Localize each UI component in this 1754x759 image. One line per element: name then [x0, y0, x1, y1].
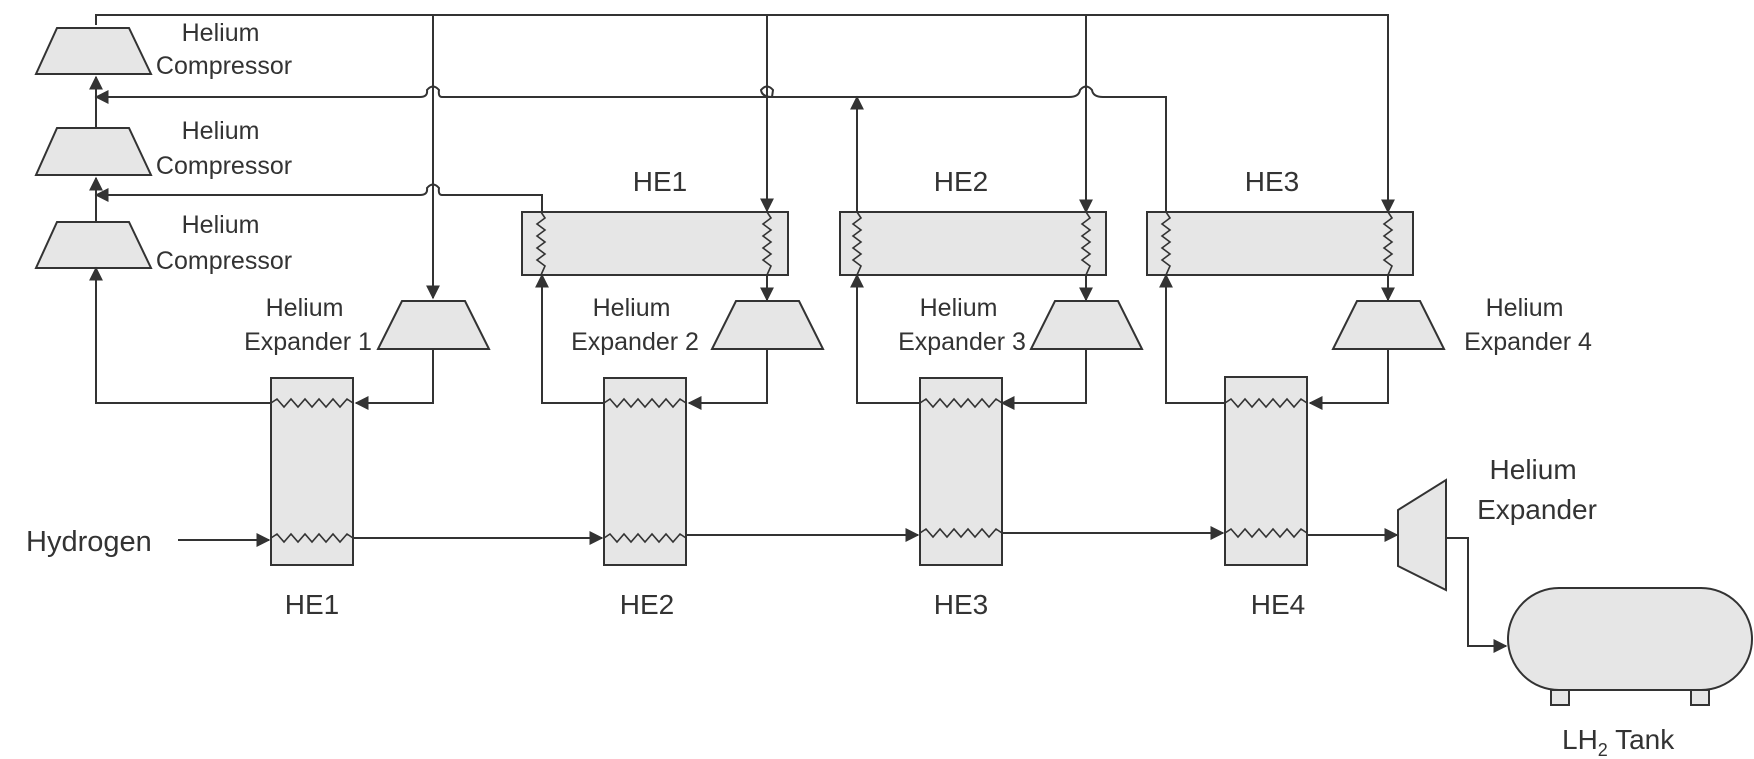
bottom-heat-exchanger-2	[603, 377, 687, 566]
lh2-tank-label-subscript: 2	[1598, 740, 1608, 759]
expander-4-label: Helium Expander 4	[1464, 294, 1592, 356]
bottom-heat-exchanger-1	[270, 377, 354, 566]
lh2-tank-label: LH2 Tank	[1562, 724, 1675, 759]
top-heat-exchanger-2	[839, 211, 1107, 276]
helium-expander-1	[376, 300, 491, 350]
top-heat-exchanger-1	[521, 211, 789, 276]
expander-2-label: Helium Expander 2	[571, 294, 699, 356]
expander-4-label-line1: Helium	[1486, 294, 1564, 322]
lh2-tank	[1507, 587, 1753, 706]
expander-1-label-line1: Helium	[266, 294, 344, 322]
expander-1-label: Helium Expander 1	[244, 294, 372, 356]
expander-2-label-line1: Helium	[593, 294, 671, 322]
he1-return-to-compressor-3	[89, 266, 271, 404]
lh2-tank-label-main: LH	[1562, 724, 1598, 755]
final-expander-label-line1: Helium	[1490, 454, 1577, 485]
expander-3-label: Helium Expander 3	[898, 294, 1026, 356]
final-expander-label-line2: Expander	[1477, 494, 1597, 525]
helium-compressor-3	[34, 221, 153, 269]
compressor-2-label-line2: Compressor	[156, 152, 292, 180]
expander-4-label-line2: Expander 4	[1464, 328, 1592, 356]
he3-return-to-top-he2	[850, 273, 920, 404]
bottom-exchanger-2-label: HE2	[620, 589, 674, 620]
expander-4-outlet	[1308, 349, 1389, 410]
lh2-tank-label-suffix: Tank	[1608, 724, 1675, 755]
expander-3-outlet	[1000, 349, 1087, 410]
bottom-exchanger-1-label: HE1	[285, 589, 339, 620]
expander-2-label-line2: Expander 2	[571, 328, 699, 356]
bottom-heat-exchanger-3	[919, 377, 1003, 566]
compressor-1-label-line1: Helium	[182, 19, 260, 47]
helium-return-line-lower	[94, 183, 543, 268]
compressor-1-label-line2: Compressor	[156, 52, 292, 80]
expander-1-outlet	[354, 349, 434, 410]
compressor-3-label: Helium Compressor	[156, 211, 292, 275]
final-helium-expander	[1397, 478, 1447, 592]
helium-compressor-2	[34, 127, 153, 176]
top-exchanger-2-label: HE2	[934, 166, 988, 197]
compressor-2-label-line1: Helium	[182, 117, 260, 145]
compressor-3-label-line2: Compressor	[156, 247, 292, 275]
top-heat-exchanger-3	[1146, 211, 1414, 276]
top-exchanger-1-label: HE1	[633, 166, 687, 197]
helium-compressor-1	[34, 27, 153, 75]
bottom-exchanger-3-label: HE3	[934, 589, 988, 620]
top-exchanger-3-label: HE3	[1245, 166, 1299, 197]
expander-to-tank	[1446, 537, 1508, 653]
bottom-heat-exchanger-4	[1224, 376, 1308, 566]
final-expander-label: Helium Expander	[1477, 454, 1597, 525]
helium-expander-3	[1029, 300, 1144, 350]
compressor-1-label: Helium Compressor	[156, 19, 292, 80]
expander-1-label-line2: Expander 1	[244, 328, 372, 356]
he4-return-to-top-he3	[1159, 273, 1225, 404]
helium-high-pressure-header	[95, 14, 1395, 300]
expander-3-label-line1: Helium	[920, 294, 998, 322]
helium-expander-2	[710, 300, 825, 350]
expander-3-label-line2: Expander 3	[898, 328, 1026, 356]
bottom-exchanger-4-label: HE4	[1251, 589, 1305, 620]
he2-return-to-top-he1	[535, 273, 604, 404]
compressor-2-label: Helium Compressor	[156, 117, 292, 180]
compressor-3-label-line1: Helium	[182, 211, 260, 239]
helium-expander-4	[1331, 300, 1446, 350]
hydrogen-label: Hydrogen	[26, 526, 152, 558]
expander-2-outlet	[687, 349, 768, 410]
